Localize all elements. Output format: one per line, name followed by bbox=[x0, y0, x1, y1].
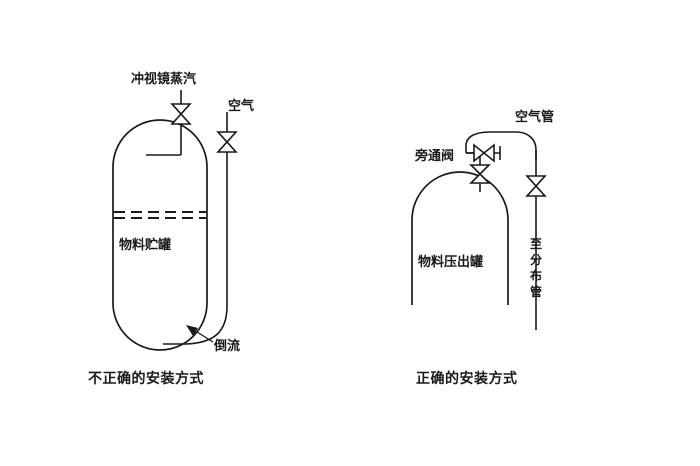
caption-incorrect: 不正确的安装方式 bbox=[88, 370, 204, 387]
steam-line-label: 冲视镜蒸汽 bbox=[131, 71, 196, 87]
bypass-valve[interactable] bbox=[469, 164, 491, 184]
caption-correct: 正确的安装方式 bbox=[416, 370, 518, 387]
bypass-valve-label: 旁通阀 bbox=[414, 148, 454, 164]
air-pipe-label: 空气管 bbox=[515, 109, 554, 125]
material-storage-tank-label: 物料贮罐 bbox=[119, 237, 171, 253]
material-discharge-tank-label: 物料压出罐 bbox=[418, 254, 483, 270]
air-line-label: 空气 bbox=[228, 98, 254, 114]
panel-incorrect: 冲视镜蒸汽 空气 物料贮罐 倒流 不正确的安装方式 bbox=[88, 71, 254, 387]
to-distributor-char-1: 分 bbox=[530, 252, 542, 267]
material-storage-tank-outline bbox=[112, 119, 208, 351]
panel-correct: 旁通阀 空气管 物料压出罐 至 分 布 管 正确的安装方式 bbox=[411, 109, 554, 387]
backflow-arrow bbox=[186, 325, 214, 343]
air-pipe-elbow-to-tank bbox=[163, 305, 228, 345]
to-distributor-char-3: 管 bbox=[530, 284, 542, 299]
steam-valve[interactable] bbox=[170, 103, 192, 125]
to-distributor-label: 至 分 布 管 bbox=[530, 237, 542, 299]
to-distributor-char-0: 至 bbox=[530, 237, 542, 251]
backflow-label: 倒流 bbox=[213, 338, 240, 354]
air-pipe-valve[interactable] bbox=[525, 175, 547, 197]
air-valve[interactable] bbox=[216, 131, 238, 153]
material-discharge-tank-outline bbox=[411, 171, 509, 305]
inline-bypass-valve[interactable] bbox=[473, 143, 495, 163]
to-distributor-char-2: 布 bbox=[530, 268, 542, 283]
